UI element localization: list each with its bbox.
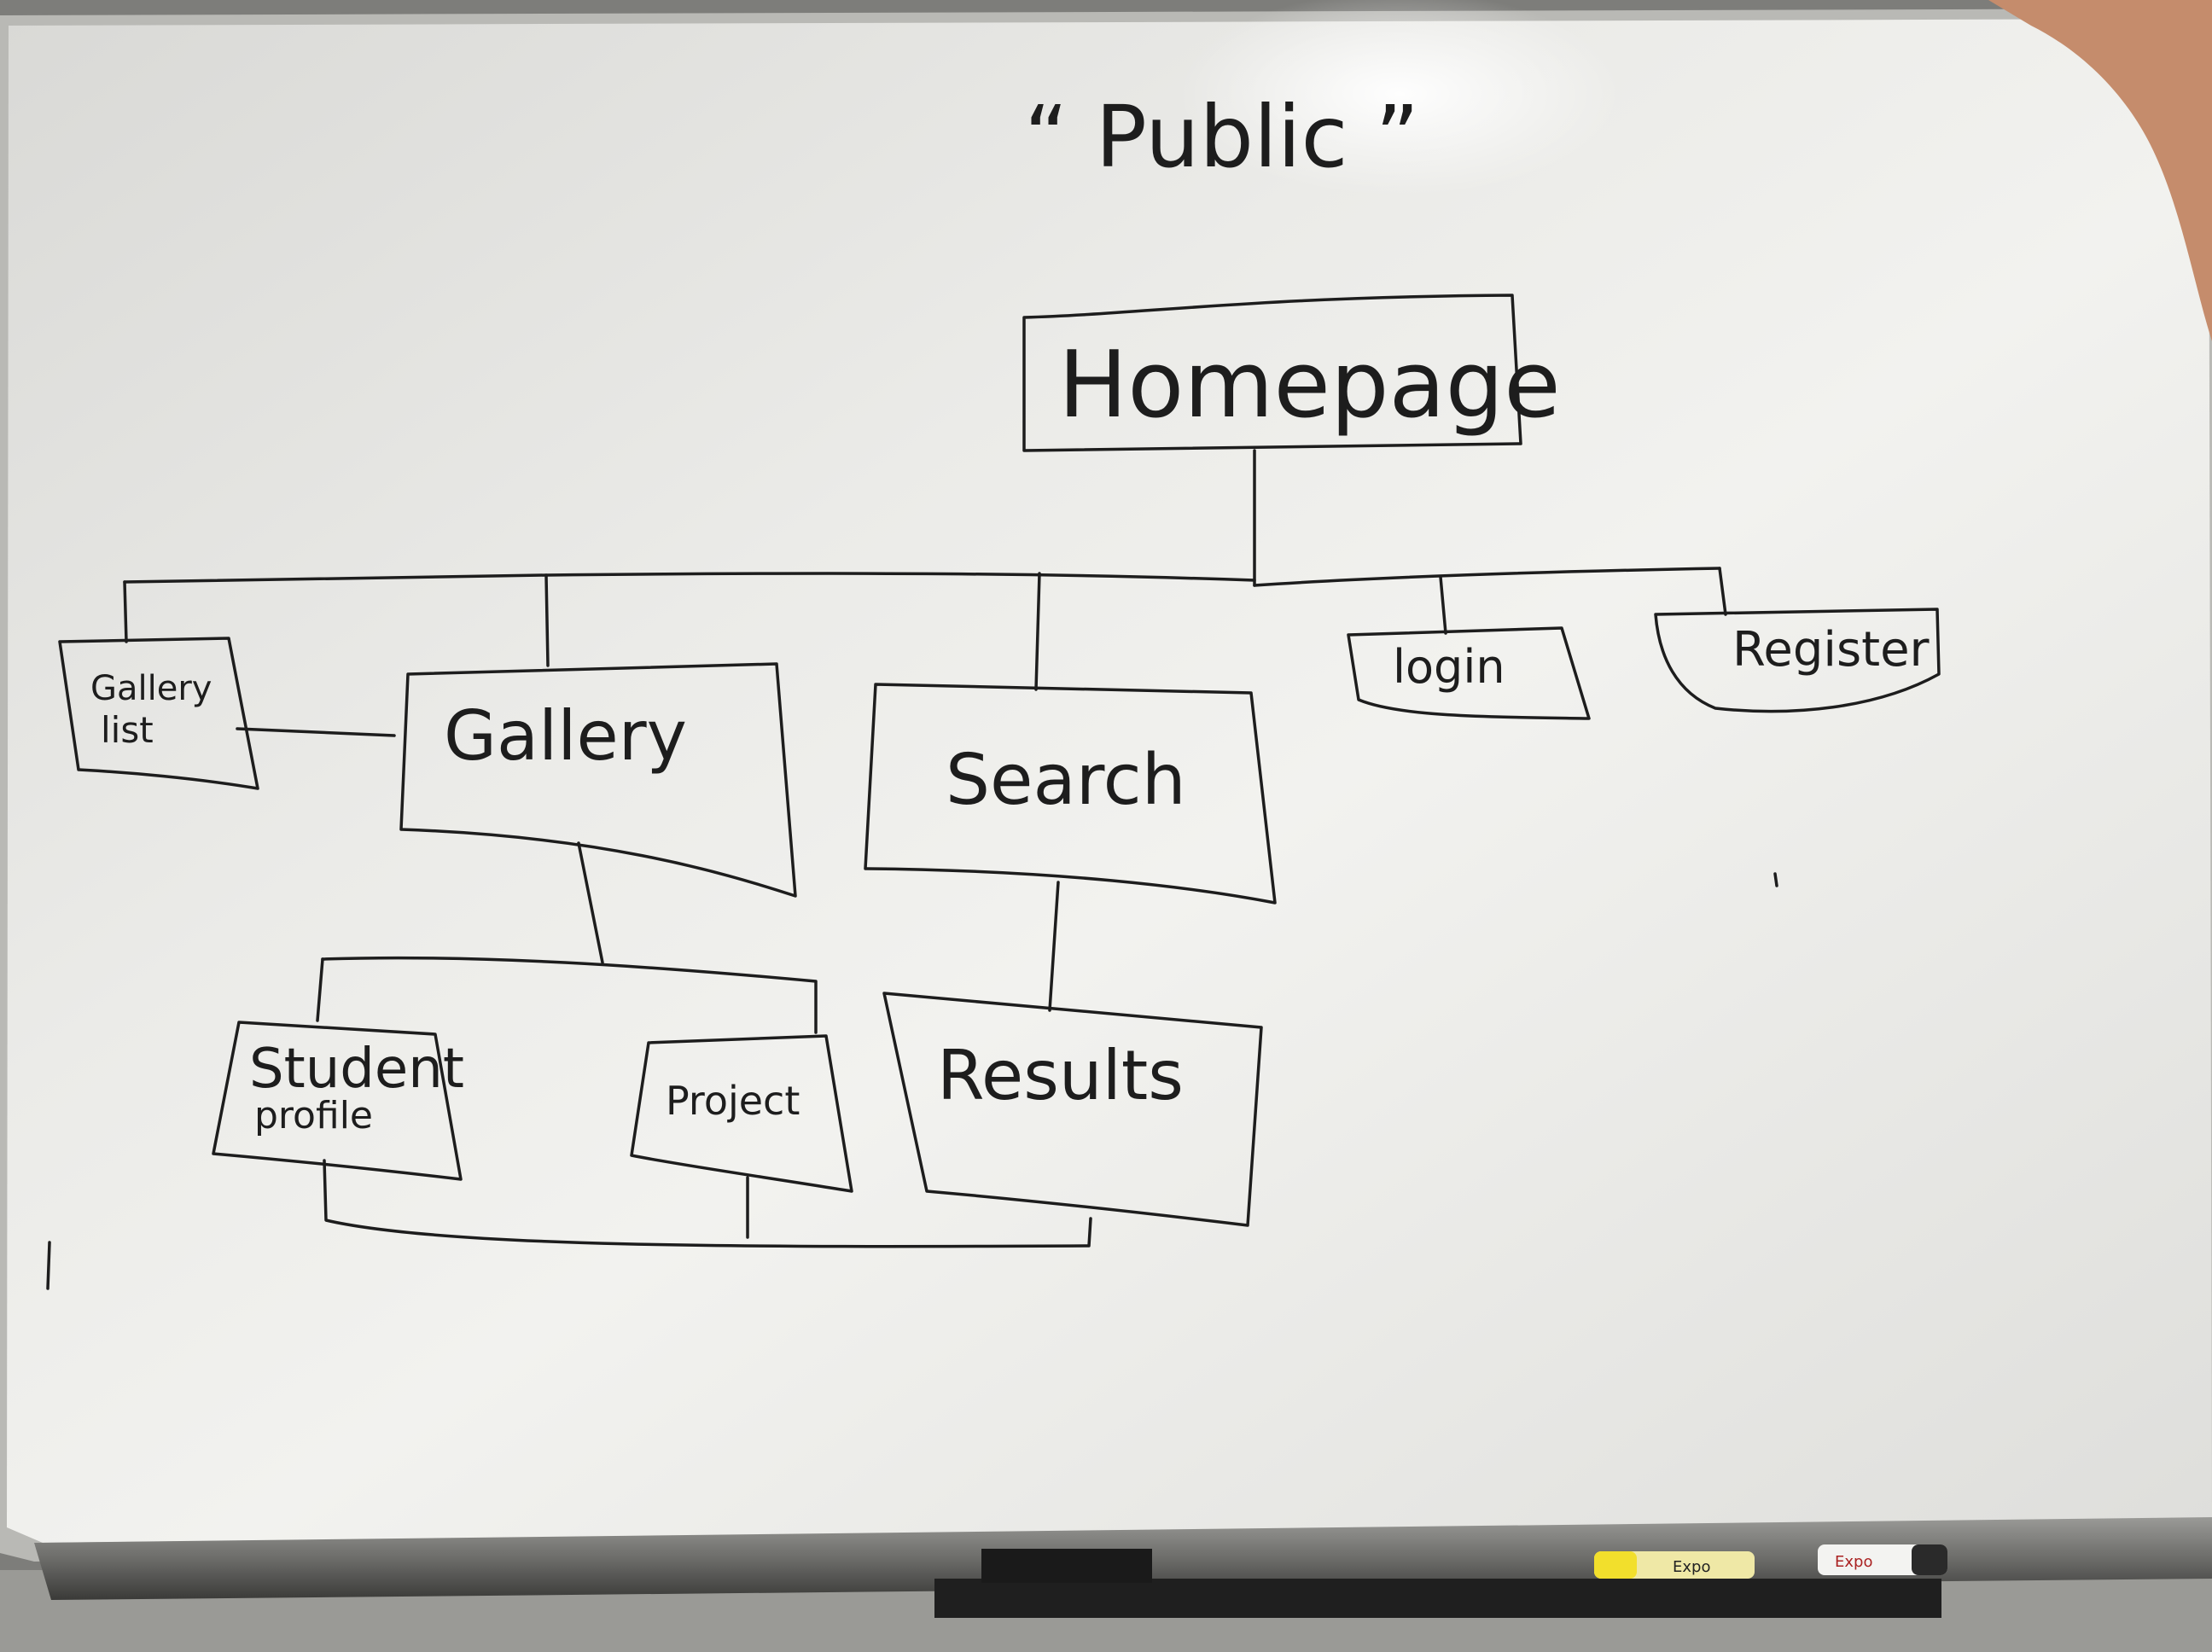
edge-to-gallery [544,573,550,667]
student-profile-label-2: profile [254,1094,373,1137]
register-label: Register [1732,622,1930,678]
marker-white[interactable]: Expo [1818,1544,1947,1575]
register-box [1654,608,1941,713]
edge-gallery-children-bar [321,956,818,1034]
gallery-box [399,662,797,898]
gallery-list-label-2: list [101,709,154,751]
marker-yellow-label: Expo [1673,1558,1710,1576]
project-label: Project [666,1078,800,1124]
student-profile-label-1: Student [249,1038,464,1101]
homepage-box [1022,294,1522,452]
diagram-title: “ Public ” [1024,87,1419,187]
login-label: login [1393,640,1505,694]
edge-to-register [1718,567,1727,616]
results-label: Results [937,1036,1184,1115]
search-label: Search [946,740,1186,821]
login-box [1347,626,1591,720]
edge-search-results [1048,881,1060,1012]
edge-to-student-profile [316,957,324,1022]
search-box [864,683,1277,905]
edge-to-gallery-list [123,580,128,643]
sitemap-diagram: “ Public ” Homepage Gallery list Gallery… [46,87,1941,1290]
student-profile-box [212,1021,463,1181]
edge-gallery-down [577,841,604,964]
tray-clip [981,1549,1152,1583]
board-surface [7,19,2212,1543]
tray-bracket [934,1579,1941,1618]
edge-left-branch [123,572,1256,584]
edge-to-login [1439,575,1447,635]
edge-bottom-connector [323,1159,1092,1248]
project-box [630,1034,853,1193]
gallery-list-box [58,637,259,790]
edge-gallery-list-gallery [236,727,396,737]
marker-yellow[interactable]: Expo [1594,1551,1755,1579]
stray-mark-left [46,1241,51,1290]
stray-mark-right [1773,872,1778,887]
gallery-list-label-1: Gallery [90,669,212,708]
results-box [882,992,1263,1227]
gallery-label: Gallery [444,696,687,776]
edge-right-branch [1253,567,1721,587]
hand [1988,0,2212,341]
homepage-label: Homepage [1058,332,1561,439]
marker-white-label: Expo [1835,1553,1872,1571]
edge-to-search [1034,572,1041,691]
light-glare [1178,0,1621,196]
